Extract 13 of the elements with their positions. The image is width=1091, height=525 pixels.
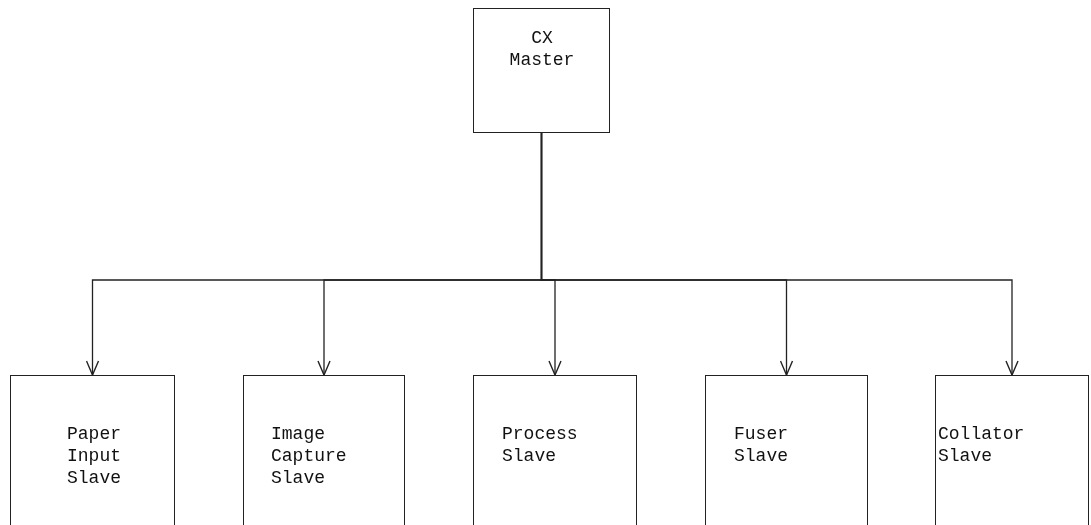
box-label: Paper Input Slave xyxy=(66,423,122,489)
process-box xyxy=(935,375,1089,525)
box-label: Collator Slave xyxy=(938,423,1026,467)
box-label: Image Capture Slave xyxy=(271,423,348,489)
box-label: Fuser Slave xyxy=(734,423,789,467)
box-label: Process Slave xyxy=(502,423,579,467)
process-box xyxy=(705,375,868,525)
box-label: CX Master xyxy=(508,27,576,71)
process-box xyxy=(473,8,610,133)
process-box xyxy=(243,375,405,525)
process-box xyxy=(10,375,175,525)
process-box xyxy=(473,375,637,525)
arrow xyxy=(540,132,1019,376)
